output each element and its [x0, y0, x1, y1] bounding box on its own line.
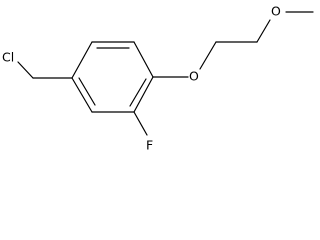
structure-canvas: Cl O O F — [2, 3, 314, 153]
bond-ring-4-5 — [133, 76, 154, 113]
bond-ring-double-right — [129, 78, 147, 107]
bond-ring-3-4 — [133, 41, 154, 78]
bond-ring-6-1 — [71, 77, 93, 113]
molecule-drawing: Cl O O F — [2, 4, 314, 153]
bond-ring-f — [133, 111, 148, 136]
chlorine-label: Cl — [2, 50, 14, 65]
bond-o-ch2 — [199, 41, 217, 70]
fluorine-label: F — [146, 138, 153, 153]
bonds — [17, 11, 314, 136]
bond-ch2-o-methoxy — [256, 19, 271, 43]
bond-cl-ch2 — [17, 61, 34, 79]
bond-ring-double-left — [78, 77, 96, 106]
methoxy-oxygen-label: O — [271, 4, 281, 19]
bond-ring-1-2 — [71, 41, 93, 79]
atom-labels: Cl O O F — [2, 4, 281, 153]
ether-oxygen-label: O — [189, 69, 199, 84]
